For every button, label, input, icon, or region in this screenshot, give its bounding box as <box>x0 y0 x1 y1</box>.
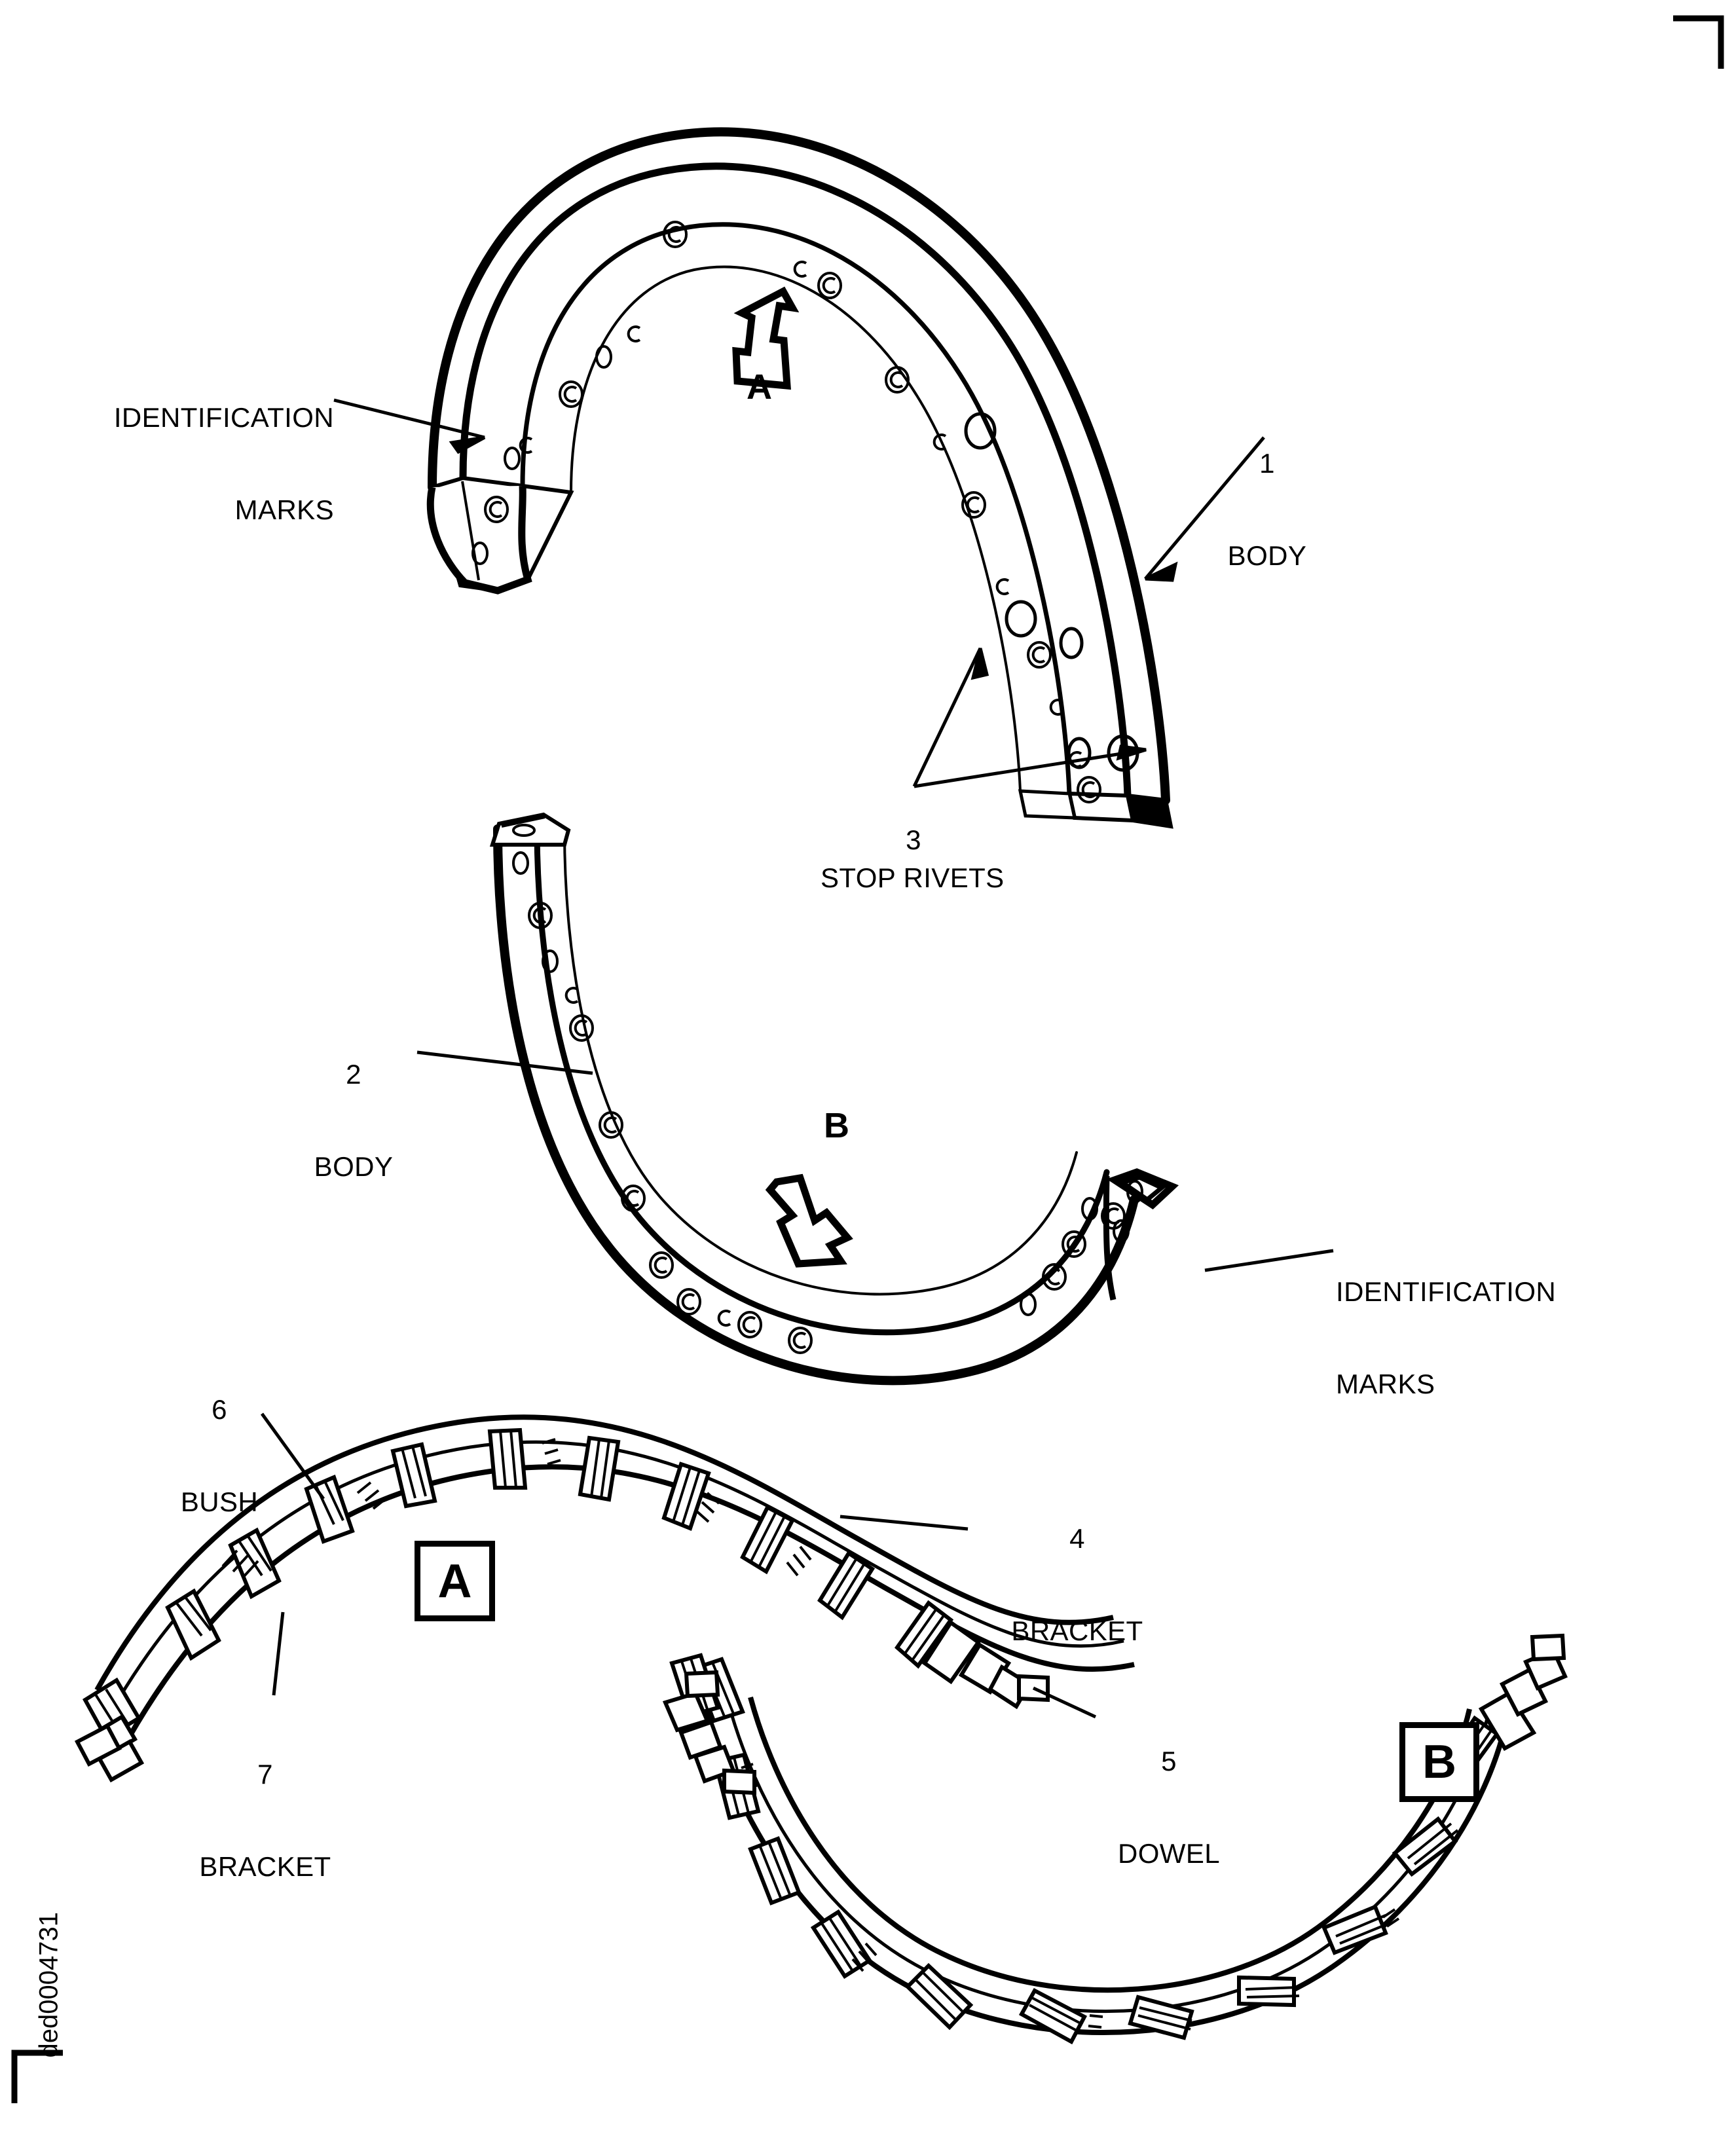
bracket-rib <box>1128 1995 1194 2040</box>
view-box-b: B <box>1399 1722 1479 1802</box>
callout-bracket-4-name: BRACKET <box>1011 1615 1143 1647</box>
leader-bush-6 <box>260 1412 325 1500</box>
bracket-rib <box>810 1909 873 1979</box>
leader-bracket-4 <box>840 1515 969 1531</box>
part-1-body <box>333 127 1265 829</box>
callout-dowel-5-number: 5 <box>1161 1746 1177 1777</box>
leader-body-1 <box>1144 436 1265 582</box>
callout-ident-marks-left-line1: IDENTIFICATION <box>113 402 334 433</box>
callout-ident-marks-left: IDENTIFICATION MARKS <box>7 340 334 587</box>
drawing-id: ded0004731 <box>34 1912 64 2058</box>
assembly-b-left-tail <box>662 1653 756 1795</box>
assembly-a-right-tail <box>921 1619 1050 1710</box>
bracket-rib <box>165 1588 221 1661</box>
callout-ident-marks-right-line2: MARKS <box>1336 1369 1435 1400</box>
corner-mark-bottom-left <box>11 2050 63 2103</box>
assembly-b-brackets <box>662 1633 1568 2045</box>
callout-ident-marks-right: IDENTIFICATION MARKS <box>1336 1215 1703 1461</box>
callout-body-2-name: BODY <box>314 1151 394 1183</box>
callout-ident-marks-right-line1: IDENTIFICATION <box>1336 1276 1557 1308</box>
bracket-rib <box>661 1462 711 1531</box>
leader-stop-rivets <box>912 647 1147 788</box>
callout-body-1-name: BODY <box>1227 540 1307 572</box>
view-arrow-a <box>732 286 800 390</box>
callout-stop-rivets-3-name: STOP RIVETS <box>821 862 1005 894</box>
bracket-rib <box>1392 1816 1459 1877</box>
dowel-block <box>1530 1633 1566 1662</box>
bush-segments <box>741 1763 1400 2029</box>
bracket-rib <box>740 1504 796 1575</box>
callout-stop-rivets-3-number: 3 <box>906 824 921 856</box>
leader-body-2 <box>416 1050 593 1075</box>
callout-body-2-number: 2 <box>346 1059 361 1090</box>
callout-dowel-5-name: DOWEL <box>1117 1838 1220 1869</box>
callout-dowel-5: 5 DOWEL <box>1074 1684 1264 1930</box>
view-arrow-a-letter: A <box>747 367 772 407</box>
callout-bracket-4: 4 BRACKET <box>969 1462 1185 1708</box>
bracket-rib <box>817 1550 876 1621</box>
callout-bush-6-name: BUSH <box>180 1486 259 1518</box>
callout-bracket-7: 7 BRACKET <box>157 1697 373 1943</box>
callout-stop-rivets-name: STOP RIVETS <box>821 801 1096 955</box>
bush-segments <box>221 1438 812 1578</box>
leader-dowel-5 <box>1032 1686 1097 1719</box>
callout-bracket-4-number: 4 <box>1069 1523 1085 1555</box>
leader-ident-marks-right <box>1204 1249 1334 1272</box>
assembly-b-right-tail <box>1478 1633 1568 1752</box>
bracket-rib <box>1237 1975 1300 2008</box>
leader-bracket-7 <box>272 1611 285 1696</box>
dowel-block <box>722 1768 756 1795</box>
bracket-rib <box>1321 1904 1390 1955</box>
callout-bracket-7-number: 7 <box>257 1759 273 1790</box>
view-arrow-b-letter: B <box>824 1106 849 1145</box>
part-2-left-end <box>489 812 571 847</box>
callout-bush-6: 6 BUSH <box>151 1333 288 1579</box>
assembly-a-left-tail <box>74 1677 145 1783</box>
view-box-a: A <box>415 1541 495 1621</box>
bracket-rib <box>487 1427 528 1490</box>
callout-body-1: 1 BODY <box>1205 386 1329 633</box>
bracket-rib <box>748 1836 802 1905</box>
assembly-a-brackets <box>74 1412 1135 1783</box>
part-2-right-end <box>1103 1168 1179 1300</box>
view-arrow-b <box>765 1173 853 1268</box>
leader-ident-marks-left <box>333 398 486 454</box>
dowel-block <box>684 1670 720 1699</box>
bracket-rib <box>904 1962 974 2031</box>
callout-body-2: 2 BODY <box>288 997 419 1243</box>
callout-bush-6-number: 6 <box>212 1394 227 1426</box>
callout-body-1-number: 1 <box>1259 448 1275 479</box>
bracket-rib <box>894 1600 954 1669</box>
callout-ident-marks-left-line2: MARKS <box>234 494 334 526</box>
part-1-left-end <box>426 475 574 595</box>
part-1-right-end <box>1018 789 1173 829</box>
bracket-rib <box>578 1435 621 1502</box>
corner-mark-top-right <box>1673 15 1724 69</box>
bracket-rib <box>1018 1987 1088 2045</box>
bracket-rib <box>390 1442 437 1509</box>
callout-bracket-7-name: BRACKET <box>199 1851 331 1883</box>
callout-stop-rivets-number: 3 <box>838 763 989 917</box>
part-2-body <box>416 812 1334 1386</box>
